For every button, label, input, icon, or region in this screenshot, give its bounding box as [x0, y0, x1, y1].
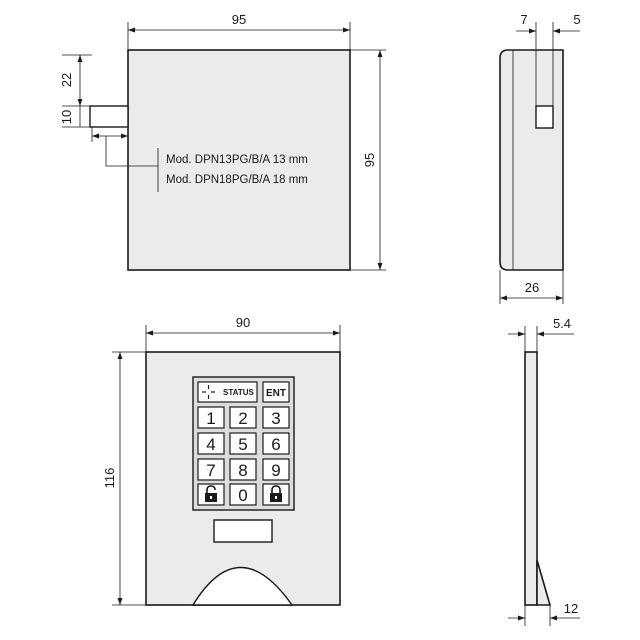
top-view-body — [127, 49, 351, 271]
unlock-icon — [205, 485, 217, 502]
side-view-2: 5.4 12 — [508, 316, 580, 626]
key-5[interactable]: 5 — [229, 432, 257, 455]
key-8-face[interactable] — [229, 458, 257, 481]
dim-7: 7 — [520, 12, 527, 27]
key-4-face[interactable] — [197, 432, 225, 455]
ent-key[interactable]: ENT — [262, 381, 290, 403]
dim-top-width: 95 — [232, 12, 246, 27]
key-8[interactable]: 8 — [229, 458, 257, 481]
key-6-face[interactable] — [262, 432, 290, 455]
key-6-label: 6 — [271, 435, 280, 454]
side2-plate — [524, 351, 538, 606]
dim-26: 26 — [525, 280, 539, 295]
key-5-label: 5 — [238, 435, 247, 454]
dim-54: 5.4 — [553, 316, 571, 331]
key-1-label: 1 — [206, 409, 215, 428]
ent-key-face[interactable] — [262, 381, 290, 403]
model-note-18: Mod. DPN18PG/B/A 18 mm — [166, 174, 308, 186]
key-7[interactable]: 7 — [197, 458, 225, 481]
key-2-face[interactable] — [229, 406, 257, 429]
status-label: STATUS — [223, 388, 254, 397]
dim-top-height: 95 — [362, 153, 377, 167]
dim-front-height: 116 — [102, 468, 117, 489]
status-cross-icon — [202, 385, 215, 399]
key-7-face[interactable] — [197, 458, 225, 481]
side-view: 7 5 26 — [499, 12, 581, 304]
key-9-face[interactable] — [262, 458, 290, 481]
key-1-face[interactable] — [197, 406, 225, 429]
top-view: 95 95 22 10 Mod. DPN13PG/B/A 13 mm Mod. … — [59, 12, 386, 271]
side-view-body — [499, 49, 564, 271]
key-3-face[interactable] — [262, 406, 290, 429]
key-5-face[interactable] — [229, 432, 257, 455]
key-7-label: 7 — [206, 461, 215, 480]
dim-12: 12 — [564, 601, 578, 616]
key-0[interactable]: 0 — [229, 483, 257, 506]
side-bolt — [535, 105, 554, 129]
side2-wedge — [536, 559, 552, 606]
key-2-label: 2 — [238, 409, 247, 428]
unlock-key[interactable] — [197, 483, 225, 506]
keypad: STATUS ENT 1 2 3 4 5 6 7 8 9 — [192, 376, 295, 511]
front-window — [213, 519, 273, 543]
dim-22: 22 — [59, 73, 74, 87]
key-0-label: 0 — [238, 486, 247, 505]
status-key[interactable]: STATUS — [197, 381, 258, 403]
key-4[interactable]: 4 — [197, 432, 225, 455]
key-2[interactable]: 2 — [229, 406, 257, 429]
dim-5: 5 — [573, 12, 580, 27]
front-view: STATUS ENT 1 2 3 4 5 6 7 8 9 — [102, 315, 341, 606]
leader-line — [105, 136, 158, 167]
bolt — [89, 105, 129, 128]
key-6[interactable]: 6 — [262, 432, 290, 455]
key-4-label: 4 — [206, 435, 215, 454]
status-key-face[interactable] — [197, 381, 258, 403]
model-note-13: Mod. DPN13PG/B/A 13 mm — [166, 154, 308, 166]
ent-label: ENT — [266, 388, 286, 399]
key-9[interactable]: 9 — [262, 458, 290, 481]
key-3-label: 3 — [271, 409, 280, 428]
dim-front-width: 90 — [236, 315, 250, 330]
key-3[interactable]: 3 — [262, 406, 290, 429]
lock-key[interactable] — [262, 483, 290, 506]
key-0-face[interactable] — [229, 483, 257, 506]
handle-arc — [191, 567, 294, 606]
lock-icon — [270, 485, 282, 502]
key-9-label: 9 — [271, 461, 280, 480]
key-1[interactable]: 1 — [197, 406, 225, 429]
key-8-label: 8 — [238, 461, 247, 480]
dim-10: 10 — [59, 110, 74, 124]
